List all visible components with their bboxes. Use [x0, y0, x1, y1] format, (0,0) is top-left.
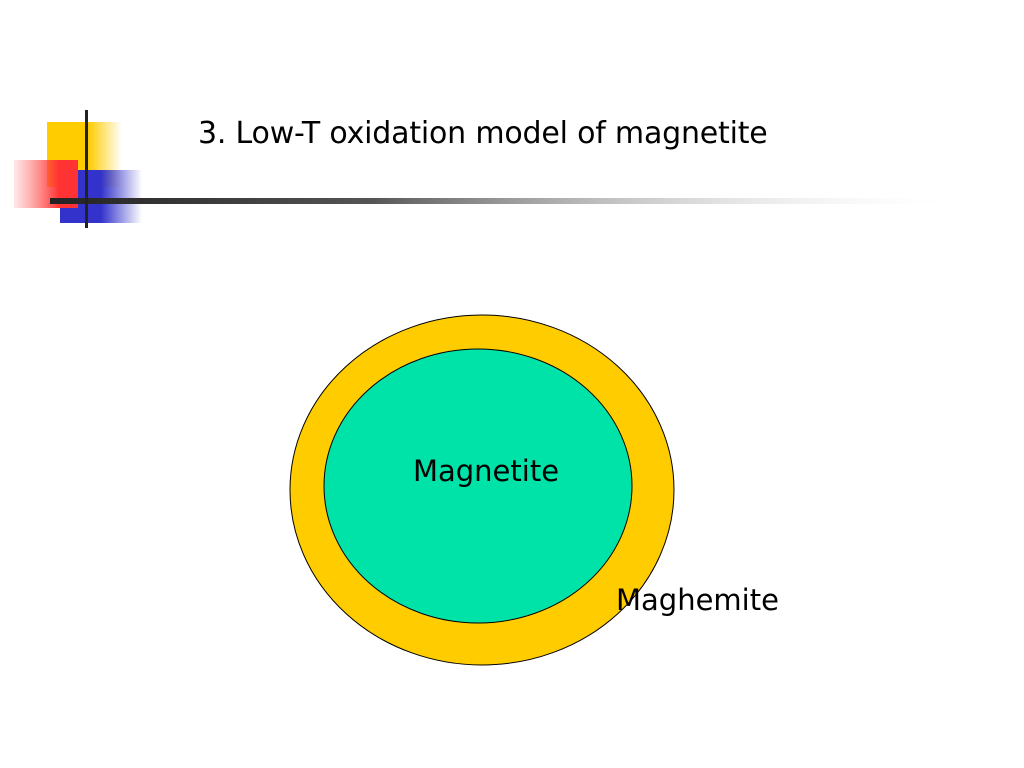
maghemite-label: Maghemite [616, 583, 779, 617]
slide-title: 3. Low-T oxidation model of magnetite [198, 116, 768, 151]
horizontal-rule [50, 198, 970, 204]
title-decoration [14, 110, 970, 228]
magnetite-core [323, 348, 633, 624]
magnetite-label: Magnetite [413, 454, 559, 488]
vertical-rule [85, 110, 88, 228]
